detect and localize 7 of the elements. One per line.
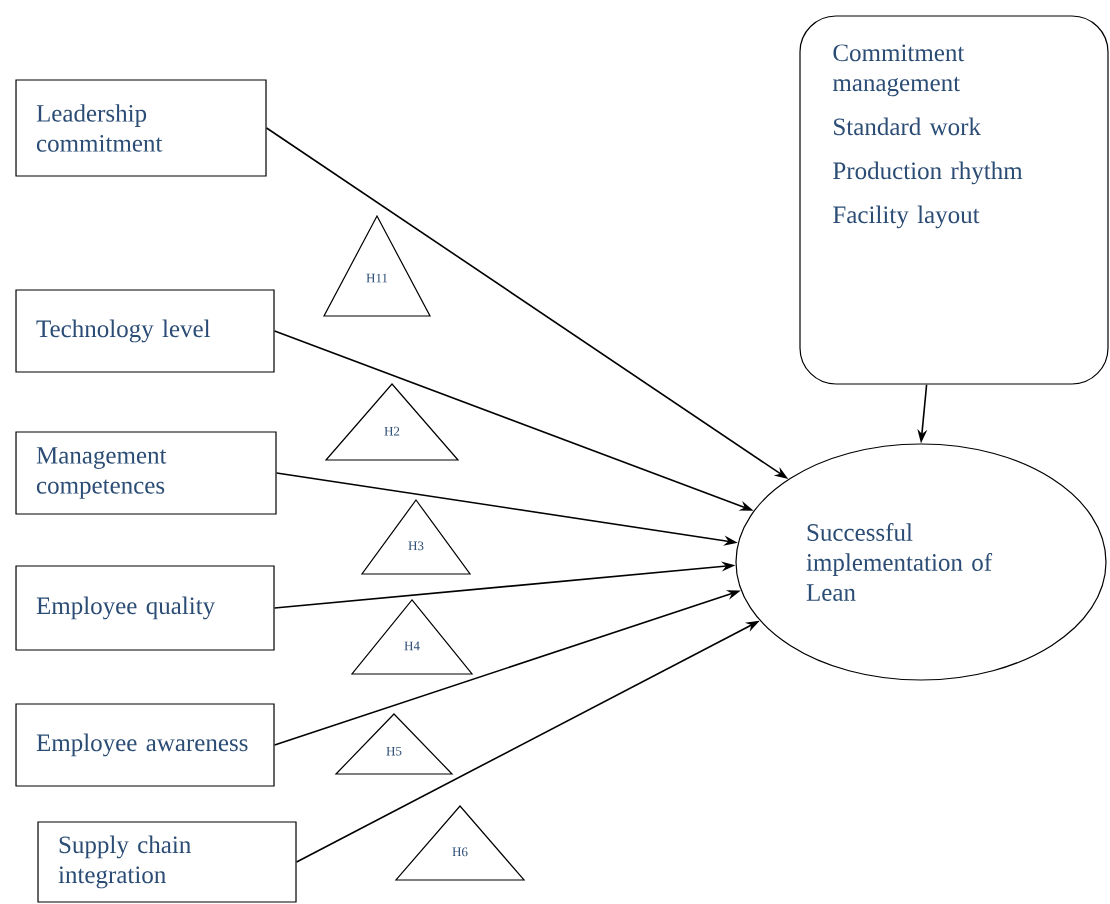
factor-box: Technology level xyxy=(15,289,275,373)
practice-box: Commitment management Standard work Production rhythm Facility layout xyxy=(799,15,1109,385)
factor-box: Supply chain integration xyxy=(37,821,297,903)
factor-box: Employee awareness xyxy=(15,703,275,787)
factor-box: Management competences xyxy=(15,431,277,515)
factor-box: Employee quality xyxy=(15,565,275,651)
factor-box: Leadership commitment xyxy=(15,79,267,177)
